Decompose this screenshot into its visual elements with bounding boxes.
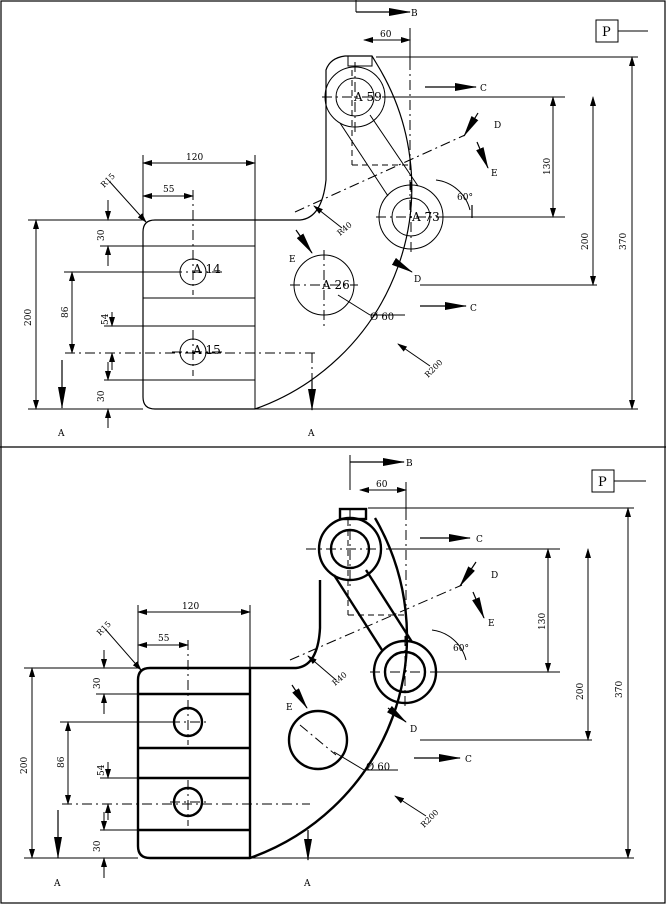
large-hole-2 (287, 709, 349, 771)
dim-130-2: 130 (538, 613, 548, 630)
dim-370-2: 370 (615, 681, 625, 698)
dim-30-bottom-2: 30 (93, 840, 103, 852)
section-label-d2-2: D (410, 725, 417, 735)
section-label-a-2: A (53, 879, 61, 889)
dim-r40-2: R40 (331, 670, 349, 687)
bore-tag-26: A 26 (321, 278, 350, 292)
dim-phi60: Ø 60 (370, 312, 394, 323)
section-label-e2-2: E (286, 703, 293, 713)
base-block-outline (142, 55, 413, 410)
dim-200-left-2: 200 (20, 757, 30, 774)
section-label-b-2: B (406, 459, 413, 469)
dim-86-2: 86 (57, 756, 67, 768)
bore-tag-73: A 73 (411, 210, 440, 224)
dim-120: 120 (186, 153, 203, 163)
dim-54-2: 54 (97, 764, 107, 776)
dim-370: 370 (619, 233, 629, 250)
section-label-a2-2: A (303, 879, 311, 889)
section-label-c2-2: C (465, 755, 472, 765)
dim-angle60: 60° (457, 193, 473, 203)
section-label-c: C (480, 84, 487, 94)
section-label-c2: C (470, 304, 477, 314)
section-label-a: A (57, 429, 65, 439)
section-label-e2: E (289, 255, 296, 265)
dim-130: 130 (543, 158, 553, 175)
bottom-view: P B (20, 455, 646, 889)
dim-30-top: 30 (97, 229, 107, 241)
dim-120-2: 120 (182, 602, 199, 612)
dim-r200: R200 (423, 358, 444, 379)
section-label-a2: A (307, 429, 315, 439)
dim-30-bottom: 30 (97, 390, 107, 402)
base-block-outline-2 (136, 517, 409, 860)
dim-r40: R40 (336, 220, 354, 237)
section-label-e: E (491, 169, 498, 179)
section-label-d2: D (414, 275, 421, 285)
section-label-d: D (494, 121, 501, 131)
dim-r200-2: R200 (419, 808, 440, 829)
p-label: P (602, 25, 611, 40)
dim-200: 200 (581, 233, 591, 250)
dim-54: 54 (101, 313, 111, 325)
dim-200-left: 200 (24, 309, 34, 326)
dim-30-top-2: 30 (93, 677, 103, 689)
section-label-e-2: E (488, 619, 495, 629)
dim-phi60-2: Ø 60 (366, 762, 390, 773)
dim-55: 55 (163, 185, 175, 195)
section-label-b: B (411, 9, 418, 19)
section-label-d-2: D (491, 571, 498, 581)
bore-tag-59: A 59 (353, 90, 382, 104)
top-view: P (24, 0, 648, 439)
dim-86: 86 (61, 306, 71, 318)
p-label-2: P (598, 475, 607, 490)
dim-60-2: 60 (376, 480, 388, 490)
section-label-c-2: C (476, 535, 483, 545)
dim-angle60-2: 60° (453, 644, 469, 654)
dim-200-2: 200 (576, 683, 586, 700)
dim-55-2: 55 (158, 634, 170, 644)
bore-tag-15: A 15 (192, 343, 221, 357)
bore-tag-14: A 14 (192, 262, 221, 276)
dim-60: 60 (380, 30, 392, 40)
